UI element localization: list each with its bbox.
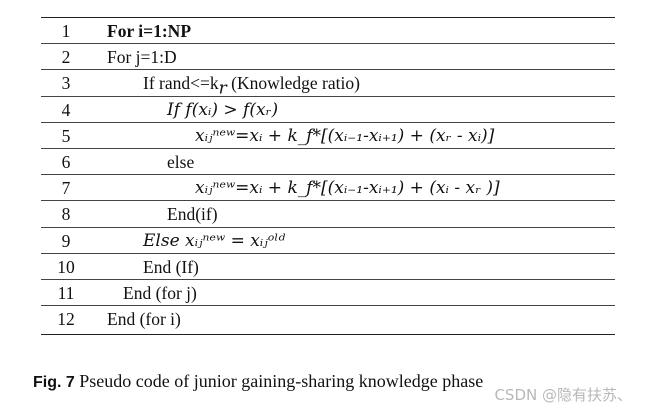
line-code: xᵢⱼⁿᵉʷ=xᵢ + k_f*[(xᵢ₋₁-xᵢ₊₁) + (xᵣ - xᵢ)… bbox=[195, 125, 495, 146]
line-number: 3 bbox=[61, 73, 71, 94]
code-line-5: 5 xᵢⱼⁿᵉʷ=xᵢ + k_f*[(xᵢ₋₁-xᵢ₊₁) + (xᵣ - x… bbox=[41, 123, 615, 149]
line-code-subscript: r bbox=[218, 78, 227, 99]
line-number: 9 bbox=[61, 230, 71, 251]
line-number: 1 bbox=[61, 21, 71, 41]
line-code-tail: (Knowledge ratio) bbox=[226, 73, 360, 94]
line-code-head: If rand<=k bbox=[143, 73, 219, 94]
watermark: CSDN @隐有扶苏、 bbox=[494, 386, 632, 404]
figure-caption-text: Pseudo code of junior gaining-sharing kn… bbox=[79, 371, 484, 391]
line-code: If rand<=kr (Knowledge ratio) bbox=[143, 70, 360, 102]
line-number: 2 bbox=[61, 47, 71, 68]
code-line-10: 10 End (If) bbox=[41, 254, 615, 280]
line-number: 12 bbox=[57, 309, 75, 330]
code-line-4: 4 If f(xᵢ) > f(xᵣ) bbox=[41, 97, 615, 123]
figure-label: Fig. 7 bbox=[33, 374, 75, 391]
line-code: Else xᵢⱼⁿᵉʷ = xᵢⱼᵒˡᵈ bbox=[143, 230, 286, 251]
line-number: 4 bbox=[61, 99, 71, 120]
figure-caption: Fig. 7 Pseudo code of junior gaining-sha… bbox=[33, 371, 483, 392]
code-line-8: 8 End(if) bbox=[41, 201, 615, 228]
code-line-7: 7 xᵢⱼⁿᵉʷ=xᵢ + k_f*[(xᵢ₋₁-xᵢ₊₁) + (xᵢ - x… bbox=[41, 175, 615, 202]
code-line-6: 6 else bbox=[41, 149, 615, 176]
line-number: 5 bbox=[61, 125, 71, 146]
code-line-1: 1 For i=1:NP bbox=[41, 18, 615, 45]
line-code: If f(xᵢ) > f(xᵣ) bbox=[167, 99, 279, 120]
line-code: xᵢⱼⁿᵉʷ=xᵢ + k_f*[(xᵢ₋₁-xᵢ₊₁) + (xᵢ - xᵣ … bbox=[195, 178, 500, 199]
line-number: 7 bbox=[61, 178, 71, 199]
line-code: End (for j) bbox=[123, 282, 197, 303]
code-line-2: 2 For j=1:D bbox=[41, 44, 615, 71]
line-code: End (for i) bbox=[107, 309, 181, 330]
line-code: else bbox=[167, 151, 195, 172]
pseudocode-table: 1 For i=1:NP 2 For j=1:D 3 If rand<=kr (… bbox=[41, 17, 615, 335]
line-code: For i=1:NP bbox=[107, 21, 192, 41]
code-line-11: 11 End (for j) bbox=[41, 280, 615, 307]
line-code: For j=1:D bbox=[107, 47, 177, 68]
code-line-12: 12 End (for i) bbox=[41, 306, 615, 332]
line-number: 10 bbox=[57, 256, 75, 277]
line-code: End(if) bbox=[167, 204, 218, 225]
code-line-3: 3 If rand<=kr (Knowledge ratio) bbox=[41, 70, 615, 99]
line-code: End (If) bbox=[143, 256, 199, 277]
code-line-9: 9 Else xᵢⱼⁿᵉʷ = xᵢⱼᵒˡᵈ bbox=[41, 228, 615, 254]
line-number: 11 bbox=[57, 282, 75, 303]
line-number: 6 bbox=[61, 151, 71, 172]
line-number: 8 bbox=[61, 204, 71, 225]
